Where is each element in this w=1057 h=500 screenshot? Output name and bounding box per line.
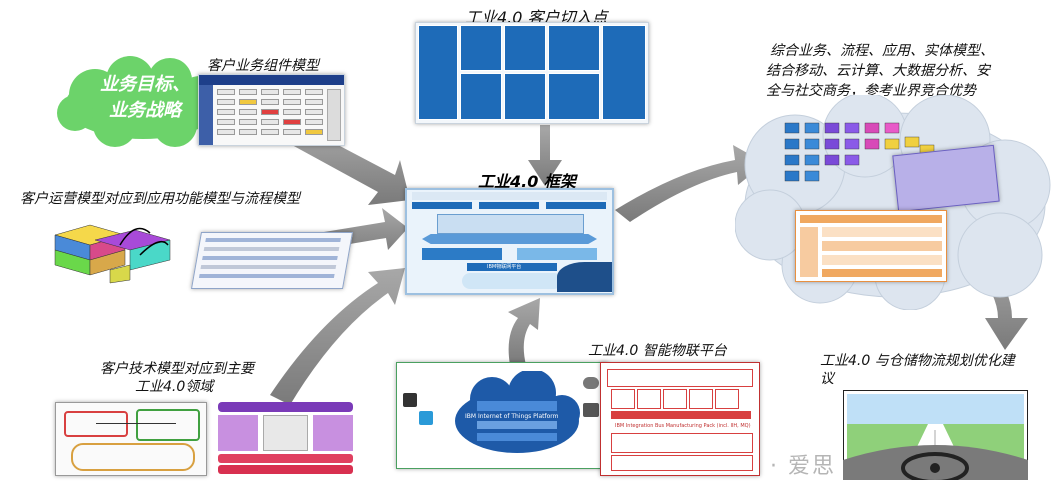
framework-title: 工业4.0 框架: [478, 172, 576, 191]
ops-model-label: 客户运营模型对应到应用功能模型与流程模型: [20, 191, 300, 207]
model-cube-grid: [784, 122, 935, 182]
tech-layer-stack: [218, 402, 353, 474]
cloud-orange-table: [795, 210, 947, 282]
iot-platform-label: 工业4.0 智能物联平台: [588, 343, 727, 359]
entry-points-panel: [415, 22, 649, 124]
cloud-diagram-overlay: [892, 144, 1000, 213]
watermark: · 爱思: [770, 454, 836, 479]
chart-icon: [583, 403, 599, 417]
right-desc-line2: 结合移动、云计算、大数据分析、安: [766, 63, 990, 79]
cloud-goal-line1: 业务目标、: [100, 74, 190, 95]
driving-illustration: [843, 390, 1028, 480]
iot-cloud-shape: [455, 371, 580, 453]
green-cloud: [57, 56, 224, 147]
iot-platform-panel: IBM Internet of Things Platform: [396, 362, 608, 469]
warehouse-line1: 工业4.0 与仓储物流规划优化建: [820, 353, 1015, 369]
device-icon: [419, 411, 433, 425]
integration-pack-panel: IBM Integration Bus Manufacturing Pack (…: [600, 362, 760, 476]
warehouse-line2: 议: [820, 371, 834, 387]
framework-panel: IBM物联网平台: [405, 188, 614, 295]
cloud-sync-icon: [583, 377, 599, 389]
arrow-iot-to-framework: [508, 298, 540, 365]
component-model-panel: [198, 74, 345, 146]
lock-icon: [403, 393, 417, 407]
component-model-label: 客户业务组件模型: [207, 58, 319, 74]
framework-bar-text: IBM物联网平台: [487, 264, 522, 270]
tech-schematic-panel: [55, 402, 207, 476]
tech-model-line1: 客户技术模型对应到主要: [100, 361, 254, 377]
arrow-top-to-framework: [528, 125, 562, 186]
ops-cube-stack: [54, 224, 171, 284]
process-map-panel: [190, 232, 354, 289]
integration-pack-text: IBM Integration Bus Manufacturing Pack (…: [615, 423, 751, 429]
iot-cloud-title: IBM Internet of Things Platform: [465, 413, 559, 420]
cloud-goal-line2: 业务战略: [109, 100, 181, 121]
tech-model-line2: 工业4.0领域: [135, 379, 214, 395]
right-desc-line1: 综合业务、流程、应用、实体模型、: [770, 43, 994, 59]
arrow-tech-to-framework: [270, 268, 405, 405]
arrow-framework-to-cloud: [615, 145, 765, 222]
cloud-goal-text: 业务目标、 业务战略: [90, 72, 200, 124]
right-desc-line3: 全与社交商务，参考业界竞合优势: [766, 83, 976, 99]
